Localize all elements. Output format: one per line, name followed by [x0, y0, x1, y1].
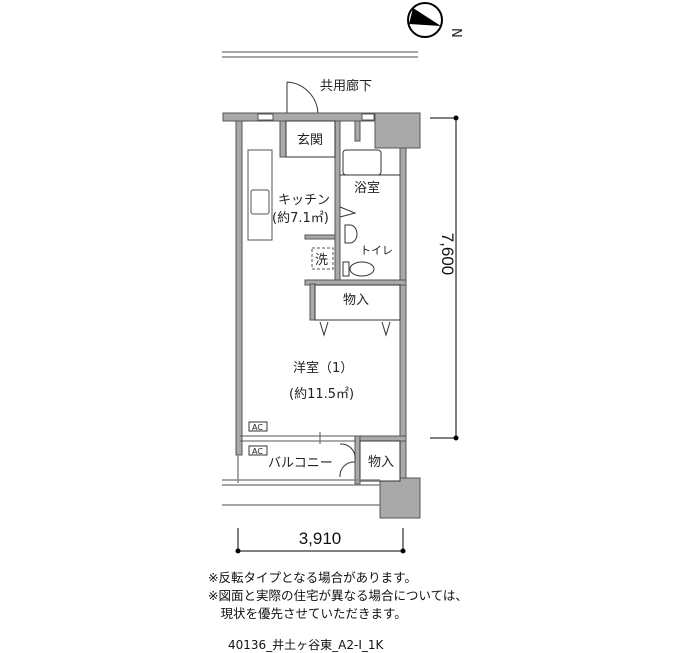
ac-label-1: AC: [252, 423, 263, 432]
bathtub: [342, 149, 382, 176]
balcony-floor: [222, 455, 380, 506]
ac-label-2: AC: [252, 447, 263, 456]
dimension-width: [235, 528, 406, 554]
entrance-label: 玄関: [297, 133, 323, 148]
storage-lower-label: 物入: [368, 455, 394, 470]
kitchen-label: キッチン: [278, 193, 330, 208]
corridor-label: 共用廊下: [320, 78, 372, 94]
kitchen-area: (約7.1㎡): [272, 211, 329, 226]
bath-door: [339, 206, 357, 218]
toilet-icon: [342, 261, 375, 277]
balcony-label: バルコニー: [268, 456, 333, 471]
note-1: ※反転タイプとなる場合があります。: [208, 570, 417, 585]
storage-lower: [359, 440, 401, 482]
windows: [257, 113, 375, 121]
north-label: N: [448, 28, 463, 38]
entrance-area: [285, 120, 336, 158]
corridor-lines: [222, 51, 418, 58]
washer-space: [311, 247, 334, 270]
balcony-doors: [339, 443, 356, 478]
storage-upper: [314, 284, 401, 321]
dimension-depth: [430, 115, 459, 441]
storage-doors: [319, 321, 391, 337]
ac-unit-2: [248, 445, 268, 456]
western-room-label: 洋室（1）: [293, 360, 353, 376]
note-3: 現状を優先させていただきます。: [208, 606, 407, 621]
kitchen-counter: [247, 149, 273, 241]
depth-dimension-label: 7,600: [438, 233, 457, 276]
note-2: ※図面と実際の住宅が異なる場合については、: [208, 588, 468, 603]
balcony-window: [240, 432, 356, 444]
washbasin-icon: [344, 224, 358, 244]
compass-icon: [407, 2, 443, 38]
storage-upper-label: 物入: [343, 293, 369, 308]
toilet-label: トイレ: [360, 244, 393, 257]
western-room-area: (約11.5㎡): [289, 387, 354, 402]
bath-label: 浴室: [354, 180, 380, 196]
width-dimension-label: 3,910: [299, 529, 342, 548]
ac-unit-1: [248, 421, 268, 432]
plan-code: 40136_井土ヶ谷東_A2-Ⅰ_1K: [228, 638, 384, 652]
washer-label: 洗: [315, 253, 328, 268]
